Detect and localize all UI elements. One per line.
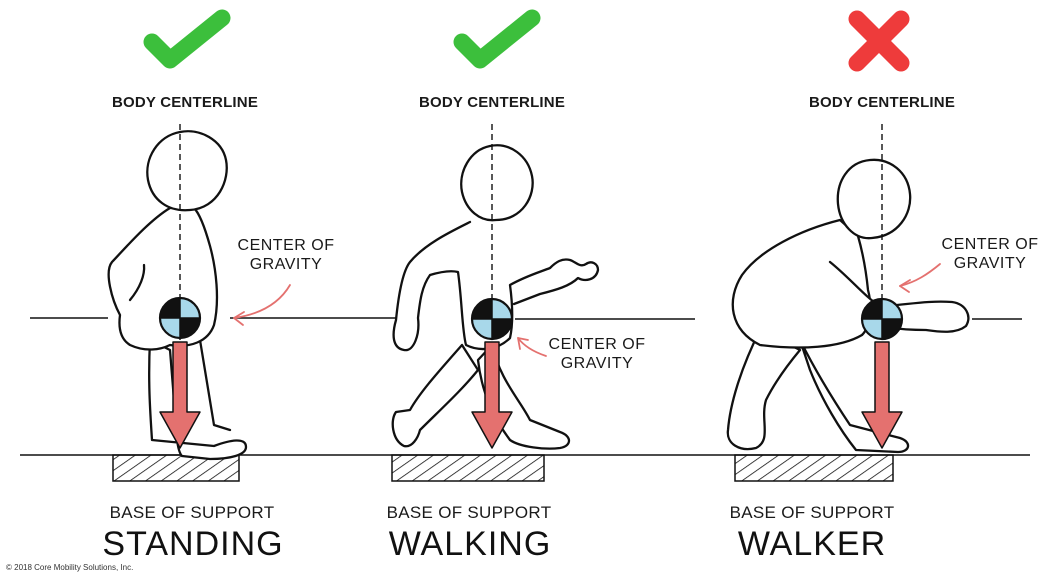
title-standing: STANDING: [102, 525, 283, 564]
cog-label-line1: CENTER OF: [942, 235, 1039, 254]
cog-marker-walker: [862, 299, 902, 339]
centerline-label-standing: BODY CENTERLINE: [112, 94, 258, 111]
base-of-support-hatches: [113, 455, 893, 481]
base-label-walking: BASE OF SUPPORT: [387, 503, 552, 523]
cog-label-line2: GRAVITY: [549, 354, 646, 373]
base-hatch-walker: [735, 455, 893, 481]
title-walker: WALKER: [738, 525, 886, 564]
base-hatch-walking: [392, 455, 544, 481]
cog-label-walker: CENTER OF GRAVITY: [942, 235, 1039, 273]
cog-label-line1: CENTER OF: [238, 236, 335, 255]
check-icon: [462, 18, 532, 60]
pointer-arrow-walking: [518, 338, 546, 356]
cog-label-line2: GRAVITY: [942, 254, 1039, 273]
cog-marker-standing: [160, 298, 200, 338]
cog-label-standing: CENTER OF GRAVITY: [238, 236, 335, 274]
cog-label-walking: CENTER OF GRAVITY: [549, 335, 646, 373]
check-icon: [152, 18, 222, 60]
centerline-label-walking: BODY CENTERLINE: [419, 94, 565, 111]
cog-marker-walking: [472, 299, 512, 339]
title-walking: WALKING: [389, 525, 552, 564]
cross-icon: [857, 19, 901, 63]
walker-figure: [728, 160, 969, 452]
copyright-notice: © 2018 Core Mobility Solutions, Inc.: [6, 563, 133, 572]
base-label-walker: BASE OF SUPPORT: [730, 503, 895, 523]
cog-label-line1: CENTER OF: [549, 335, 646, 354]
centerline-label-walker: BODY CENTERLINE: [809, 94, 955, 111]
base-label-standing: BASE OF SUPPORT: [110, 503, 275, 523]
cog-label-line2: GRAVITY: [238, 255, 335, 274]
